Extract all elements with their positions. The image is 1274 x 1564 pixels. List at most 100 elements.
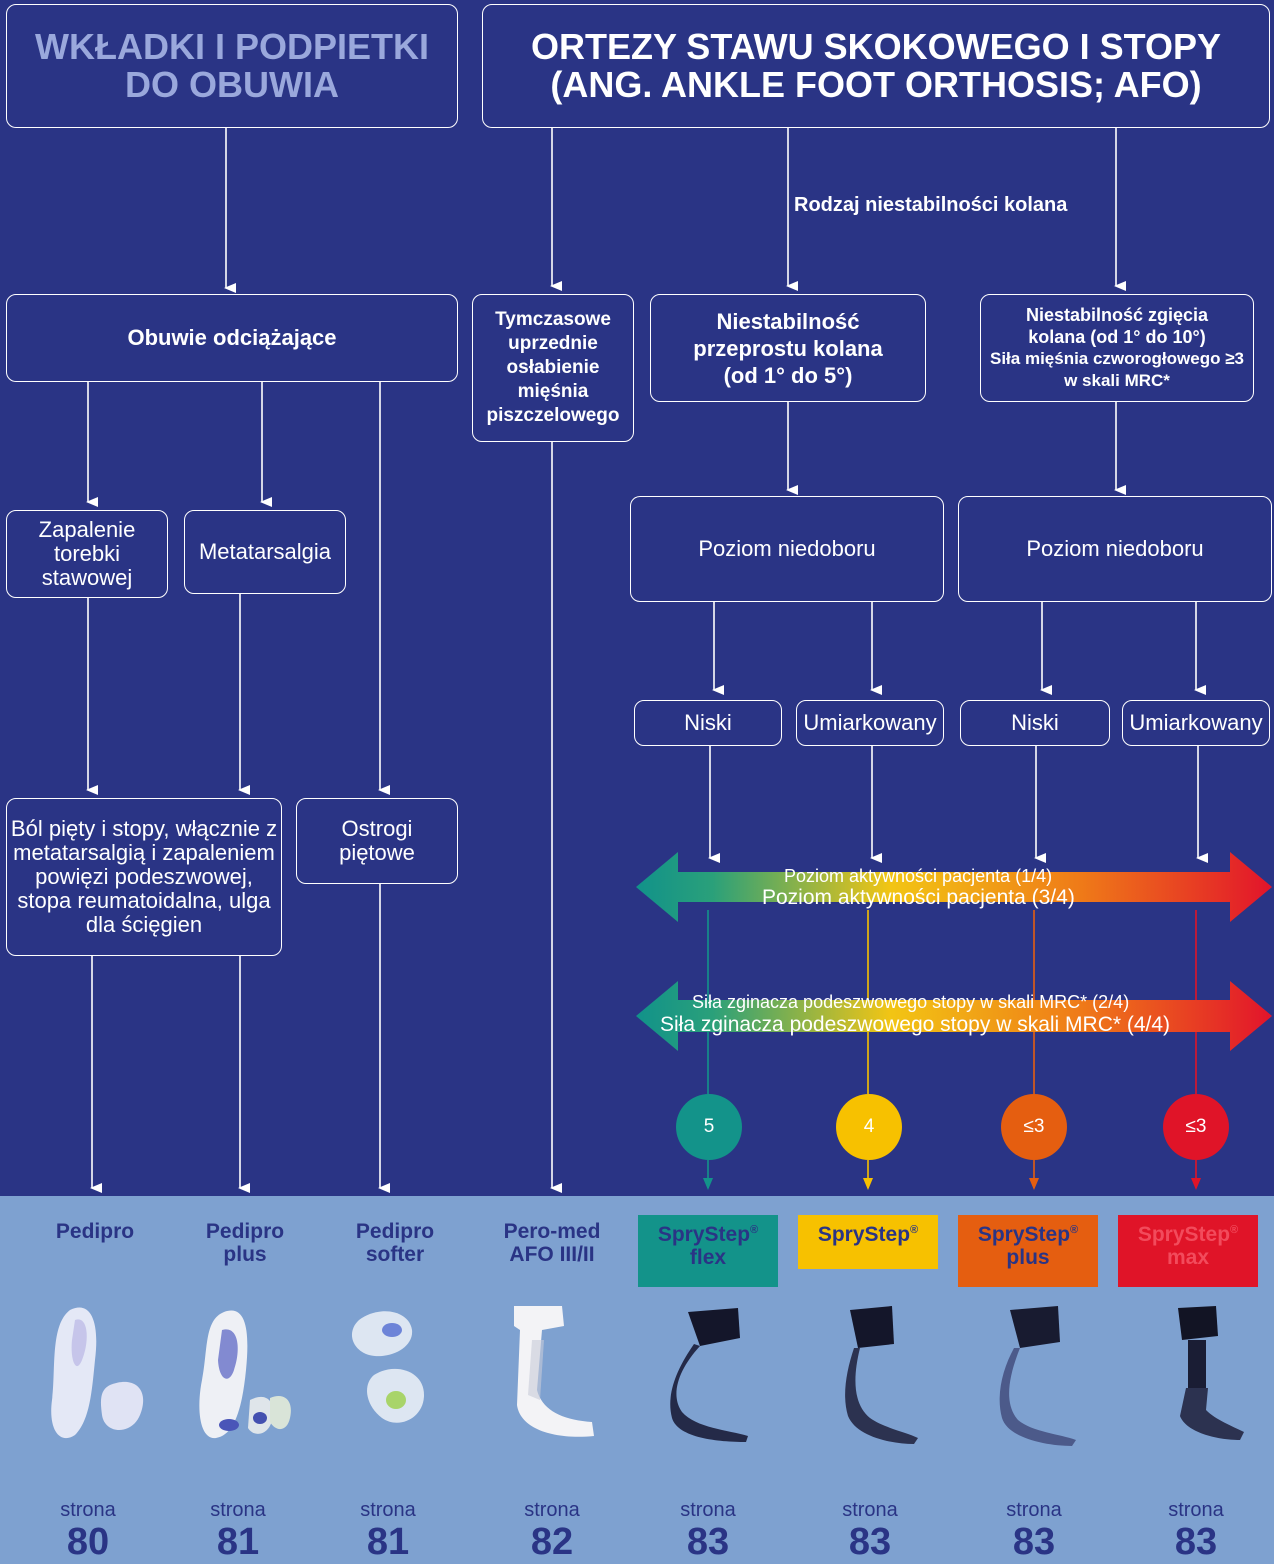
deficit-level-text-2: Poziom niedoboru bbox=[1026, 536, 1204, 561]
product-sprystep-flex-name: SpryStep bbox=[657, 1223, 751, 1246]
moderate-box-2: Umiarkowany bbox=[1122, 700, 1270, 746]
page-label-pedipro-softer: strona bbox=[360, 1499, 416, 1521]
pedipro-insole-image bbox=[51, 1307, 144, 1439]
relief-shoes-box: Obuwie odciążające bbox=[6, 294, 458, 382]
page-label-sprystep-plus: strona bbox=[1006, 1499, 1062, 1521]
relief-shoes-text: Obuwie odciążające bbox=[127, 325, 337, 350]
sprystep-flex-image bbox=[670, 1308, 748, 1442]
plantar-arrow bbox=[636, 981, 1272, 1051]
product-pedipro-name[interactable]: Pedipro bbox=[20, 1220, 170, 1243]
activity-label-small: Poziom aktywności pacjenta (1/4) bbox=[784, 866, 1053, 886]
moderate-box-1: Umiarkowany bbox=[796, 700, 944, 746]
page-label-pedipro-plus: strona bbox=[210, 1499, 266, 1521]
product-sprystep-plus-name-2: plus bbox=[1006, 1246, 1050, 1269]
mrc-circle-5-text: 5 bbox=[703, 1116, 715, 1137]
deficit-level-box-1: Poziom niedoboru bbox=[630, 496, 944, 602]
plantar-label-large: Siła zginacza podeszwowego stopy w skali… bbox=[660, 1013, 1171, 1036]
product-sprystep-flex-name-2: flex bbox=[689, 1246, 727, 1269]
mrc-circle-le3-red: ≤3 bbox=[1163, 1094, 1229, 1160]
low-box-1: Niski bbox=[634, 700, 782, 746]
product-sprystep-name: SpryStep bbox=[817, 1223, 911, 1246]
sprystep-max-image bbox=[1178, 1306, 1244, 1440]
bursitis-box: Zapalenie torebki stawowej bbox=[6, 510, 168, 598]
heel-pain-text: Ból pięty i stopy, włącznie z metatarsal… bbox=[10, 816, 278, 937]
page-number-pedipro-softer[interactable]: 81 bbox=[366, 1521, 410, 1563]
product-sprystep-plus-name: SpryStep bbox=[977, 1223, 1071, 1246]
flexion-box: Niestabilność zgięcia kolana (od 1° do 1… bbox=[980, 294, 1254, 402]
tibialis-box: Tymczasowe uprzednie osłabienie mięśnia … bbox=[472, 294, 634, 442]
hyperextension-box: Niestabilność przeprostu kolana (od 1° d… bbox=[650, 294, 926, 402]
metatarsalgia-box: Metatarsalgia bbox=[184, 510, 346, 594]
page-label-sprystep-max: strona bbox=[1168, 1499, 1224, 1521]
mrc-circle-4: 4 bbox=[836, 1094, 902, 1160]
hyperextension-text: Niestabilność przeprostu kolana (od 1° d… bbox=[693, 308, 883, 388]
tibialis-text: Tymczasowe uprzednie osłabienie mięśnia … bbox=[486, 309, 620, 426]
product-sprystep-flex-tag[interactable]: SpryStep® flex bbox=[638, 1215, 778, 1287]
header-afo-line1: ORTEZY STAWU SKOKOWEGO I STOPY bbox=[530, 26, 1222, 67]
sprystep-image bbox=[845, 1306, 918, 1444]
flexion-text-1: Niestabilność zgięcia kolana (od 1° do 1… bbox=[1025, 305, 1209, 347]
page-number-sprystep-flex[interactable]: 83 bbox=[686, 1521, 730, 1563]
low-text-1: Niski bbox=[684, 710, 732, 735]
header-afo-line2: (ANG. ANKLE FOOT ORTHOSIS; AFO) bbox=[550, 64, 1202, 105]
page-number-pedipro[interactable]: 80 bbox=[66, 1521, 110, 1563]
product-sprystep-max-reg: ® bbox=[1230, 1224, 1239, 1236]
product-pedipro-name-text: Pedipro bbox=[55, 1220, 135, 1243]
activity-label-large: Poziom aktywności pacjenta (3/4) bbox=[762, 886, 1075, 909]
page-label-sprystep: strona bbox=[842, 1499, 898, 1521]
sprystep-plus-image bbox=[999, 1306, 1076, 1446]
page-number-sprystep-plus[interactable]: 83 bbox=[1012, 1521, 1056, 1563]
deficit-level-text-1: Poziom niedoboru bbox=[698, 536, 876, 561]
page-number-pedipro-plus[interactable]: 81 bbox=[216, 1521, 260, 1563]
product-sprystep-plus-reg: ® bbox=[1070, 1224, 1079, 1236]
product-pedipro-plus-name-2: plus bbox=[223, 1243, 267, 1266]
product-pedipro-plus-name-text: Pedipro bbox=[205, 1220, 285, 1243]
low-text-2: Niski bbox=[1011, 710, 1059, 735]
product-sprystep-tag[interactable]: SpryStep® bbox=[798, 1215, 938, 1269]
product-peromed-name-text: Pero-med bbox=[503, 1220, 601, 1243]
product-pedipro-softer-name-text: Pedipro bbox=[355, 1220, 435, 1243]
page-number-sprystep[interactable]: 83 bbox=[848, 1521, 892, 1563]
product-pedipro-softer-name-2: softer bbox=[365, 1243, 425, 1266]
low-box-2: Niski bbox=[960, 700, 1110, 746]
bursitis-text: Zapalenie torebki stawowej bbox=[38, 517, 136, 590]
plantar-label-small: Siła zginacza podeszwowego stopy w skali… bbox=[692, 992, 1130, 1012]
header-afo: ORTEZY STAWU SKOKOWEGO I STOPY (ANG. ANK… bbox=[482, 4, 1270, 128]
header-insoles: WKŁADKI I PODPIETKI DO OBUWIA bbox=[6, 4, 458, 128]
page-label-sprystep-flex: strona bbox=[680, 1499, 736, 1521]
product-sprystep-max-name: SpryStep bbox=[1137, 1223, 1231, 1246]
mrc-circle-le3-orange: ≤3 bbox=[1001, 1094, 1067, 1160]
page-number-peromed[interactable]: 82 bbox=[530, 1521, 574, 1563]
pedipro-softer-image bbox=[351, 1311, 424, 1423]
mrc-circle-4-text: 4 bbox=[863, 1116, 875, 1137]
activity-arrow bbox=[636, 852, 1272, 922]
pedipro-plus-image bbox=[199, 1310, 291, 1439]
header-insoles-text: WKŁADKI I PODPIETKI DO OBUWIA bbox=[35, 26, 429, 105]
metatarsalgia-text: Metatarsalgia bbox=[198, 539, 332, 564]
knee-instability-label: Rodzaj niestabilności kolana bbox=[794, 194, 1068, 216]
product-sprystep-max-tag[interactable]: SpryStep® max bbox=[1118, 1215, 1258, 1287]
product-sprystep-flex-reg: ® bbox=[750, 1224, 759, 1236]
mrc-circle-5: 5 bbox=[676, 1094, 742, 1160]
page-number-sprystep-max[interactable]: 83 bbox=[1174, 1521, 1218, 1563]
heel-pain-box: Ból pięty i stopy, włącznie z metatarsal… bbox=[6, 798, 282, 956]
page-label-peromed: strona bbox=[524, 1499, 580, 1521]
heel-spurs-text: Ostrogi piętowe bbox=[339, 816, 415, 865]
product-sprystep-max-name-2: max bbox=[1166, 1246, 1210, 1269]
moderate-text-1: Umiarkowany bbox=[803, 710, 937, 735]
product-sprystep-plus-tag[interactable]: SpryStep® plus bbox=[958, 1215, 1098, 1287]
mrc-circle-le3-red-text: ≤3 bbox=[1185, 1116, 1207, 1137]
moderate-text-2: Umiarkowany bbox=[1129, 710, 1263, 735]
product-peromed-name-2: AFO III/II bbox=[509, 1243, 595, 1266]
deficit-level-box-2: Poziom niedoboru bbox=[958, 496, 1272, 602]
peromed-afo-image bbox=[514, 1306, 594, 1437]
mrc-circle-le3-orange-text: ≤3 bbox=[1023, 1116, 1045, 1137]
page-label-pedipro: strona bbox=[60, 1499, 116, 1521]
heel-spurs-box: Ostrogi piętowe bbox=[296, 798, 458, 884]
flexion-text-2: Siła mięśnia czworogłowego ≥3 w skali MR… bbox=[989, 349, 1244, 390]
product-sprystep-reg: ® bbox=[910, 1224, 919, 1236]
